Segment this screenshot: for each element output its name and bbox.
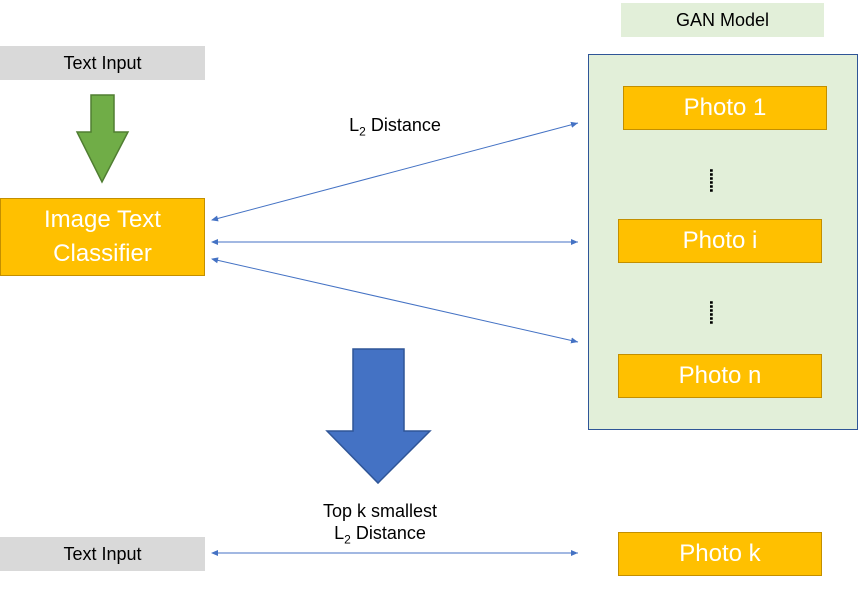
classifier-line-1: Image Text [44,206,161,233]
ellipsis-upper: ...... [706,168,726,193]
ellipsis-lower: ...... [706,300,726,325]
top-k-line-1: Top k smallest [322,501,438,521]
photo-k-box: Photo k [618,532,822,576]
connector-to-photo-n [211,257,579,344]
connector-to-photo-1 [211,121,579,222]
top-k-l2-prefix: L [334,523,345,543]
blue-down-arrow [325,348,432,485]
photo-i-box: Photo i [618,219,822,263]
top-k-l2-subscript: 2 [344,532,351,547]
classifier-line-2: Classifier [53,240,152,267]
green-down-arrow [75,94,130,184]
top-k-line-2: L2 Distance [290,522,470,551]
top-k-l2-suffix: Distance [350,523,426,543]
top-k-label: Top k smallest L2 Distance [290,500,470,551]
gan-model-label: GAN Model [621,3,824,37]
text-input-top: Text Input [0,46,205,80]
text-input-bottom: Text Input [0,537,205,571]
image-text-classifier: Image Text Classifier [0,198,205,276]
photo-n-box: Photo n [618,354,822,398]
photo-1-box: Photo 1 [623,86,827,130]
